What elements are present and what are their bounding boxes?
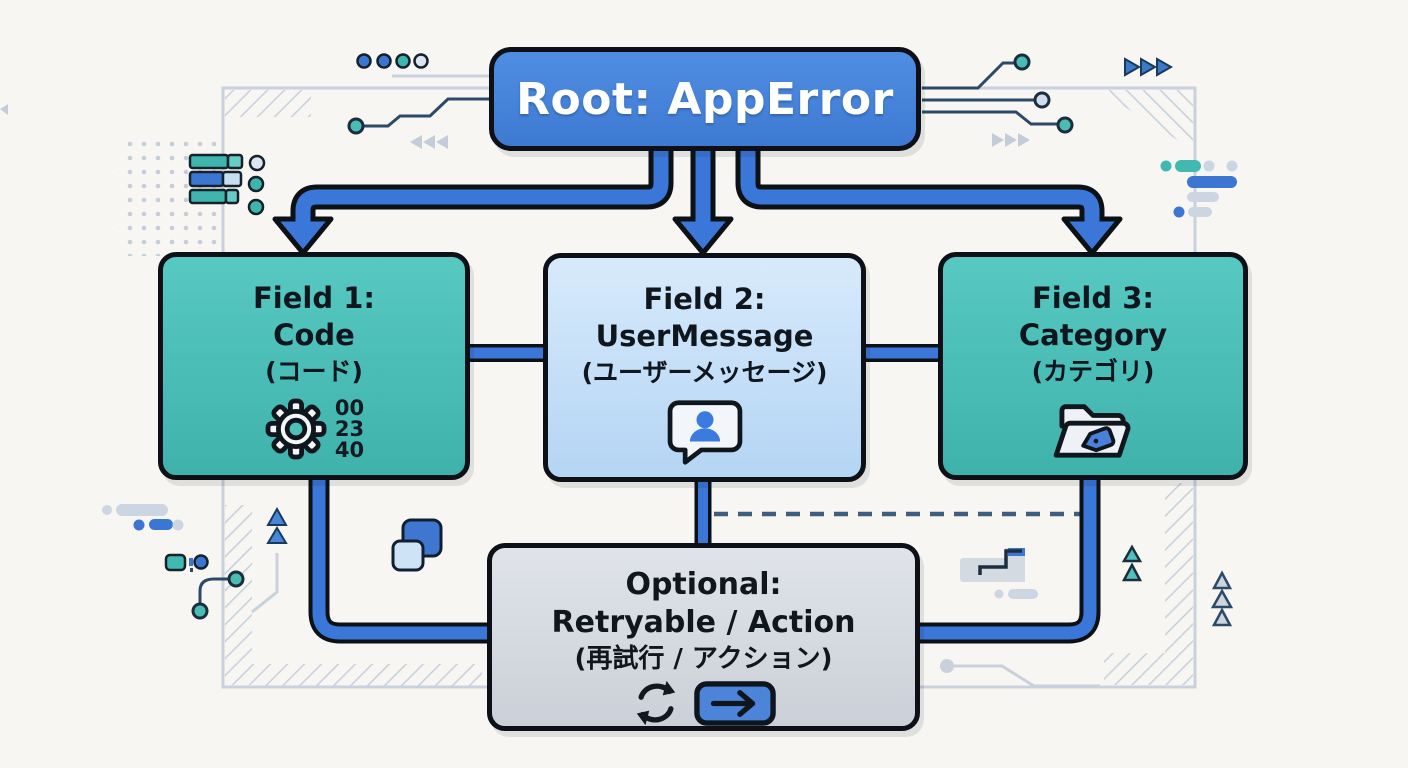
node-field3-category: Field 3: Category (カテゴリ) (938, 252, 1248, 480)
status-dots-column (247, 154, 266, 216)
teal-triangles-up (1121, 544, 1143, 582)
circuit-trace-right (922, 61, 1057, 126)
node-field2-usermessage: Field 2: UserMessage (ユーザーメッセージ) (543, 253, 866, 482)
edge-triangle-left (0, 104, 8, 115)
field2-title: Field 2: (643, 282, 766, 316)
overlapping-squares-icon (391, 518, 443, 572)
optional-title: Optional: (625, 567, 782, 602)
circuit-trace-bottom-right (940, 659, 1100, 688)
node-field1-code: Field 1: Code (コード) 00 23 40 (158, 252, 470, 480)
node-root-apperror: Root: AppError (489, 47, 921, 151)
circuit-elbow-left (191, 570, 245, 620)
field1-name-jp: (コード) (265, 357, 363, 386)
arrowheads (272, 216, 1123, 256)
field3-name-jp: (カテゴリ) (1031, 357, 1155, 386)
optional-name-jp: (再試行 / アクション) (574, 644, 833, 674)
hatch-top-left (225, 90, 311, 117)
frame-inner-corner-line (251, 553, 279, 614)
chip-cluster-left (164, 553, 209, 572)
field3-title: Field 3: (1032, 281, 1154, 315)
field1-name: Code (273, 318, 355, 352)
node-optional-retryable-action: Optional: Retryable / Action (再試行 / アクショ… (487, 543, 920, 731)
connector-cores (295, 148, 1100, 640)
blueprint-frame (221, 86, 1197, 689)
circuit-nodes-right (1013, 53, 1074, 134)
hatch-top-right (1098, 90, 1193, 150)
pill-list-right (1160, 160, 1238, 218)
code-digits: 00 23 40 (334, 395, 365, 462)
optional-name: Retryable / Action (551, 605, 856, 640)
folder-tag-icon (1053, 404, 1131, 458)
hatch-bottom-right-foot (1104, 653, 1165, 685)
equalizer-bars-icon (188, 153, 244, 205)
chevrons-right-gray (992, 133, 1030, 147)
field1-title: Field 1: (253, 281, 375, 315)
gear-icon (265, 398, 327, 460)
blue-triangles-up (266, 506, 288, 544)
arrow-right-button-icon (694, 680, 776, 726)
code-digit: 40 (334, 437, 365, 462)
root-label: Root: AppError (516, 73, 894, 125)
hatch-bottom-left-band (225, 505, 252, 685)
code-digit: 00 (334, 395, 365, 420)
field2-name: UserMessage (595, 319, 814, 353)
chevrons-blue (1124, 57, 1174, 77)
user-chat-icon (667, 400, 742, 465)
gray-triangles-up (1210, 570, 1234, 627)
top-dots-row (356, 53, 429, 69)
refresh-icon (636, 680, 676, 726)
field3-name: Category (1018, 318, 1168, 352)
stairs-icon (960, 548, 1038, 599)
chevrons-left-gray (410, 135, 448, 149)
pill-list-left (102, 504, 184, 531)
code-digit: 23 (334, 416, 365, 441)
hatch-bottom-right-band (1165, 483, 1193, 685)
field2-name-jp: (ユーザーメッセージ) (581, 358, 828, 387)
circuit-trace-left (347, 97, 492, 135)
hatch-bottom-left-foot (252, 664, 482, 686)
